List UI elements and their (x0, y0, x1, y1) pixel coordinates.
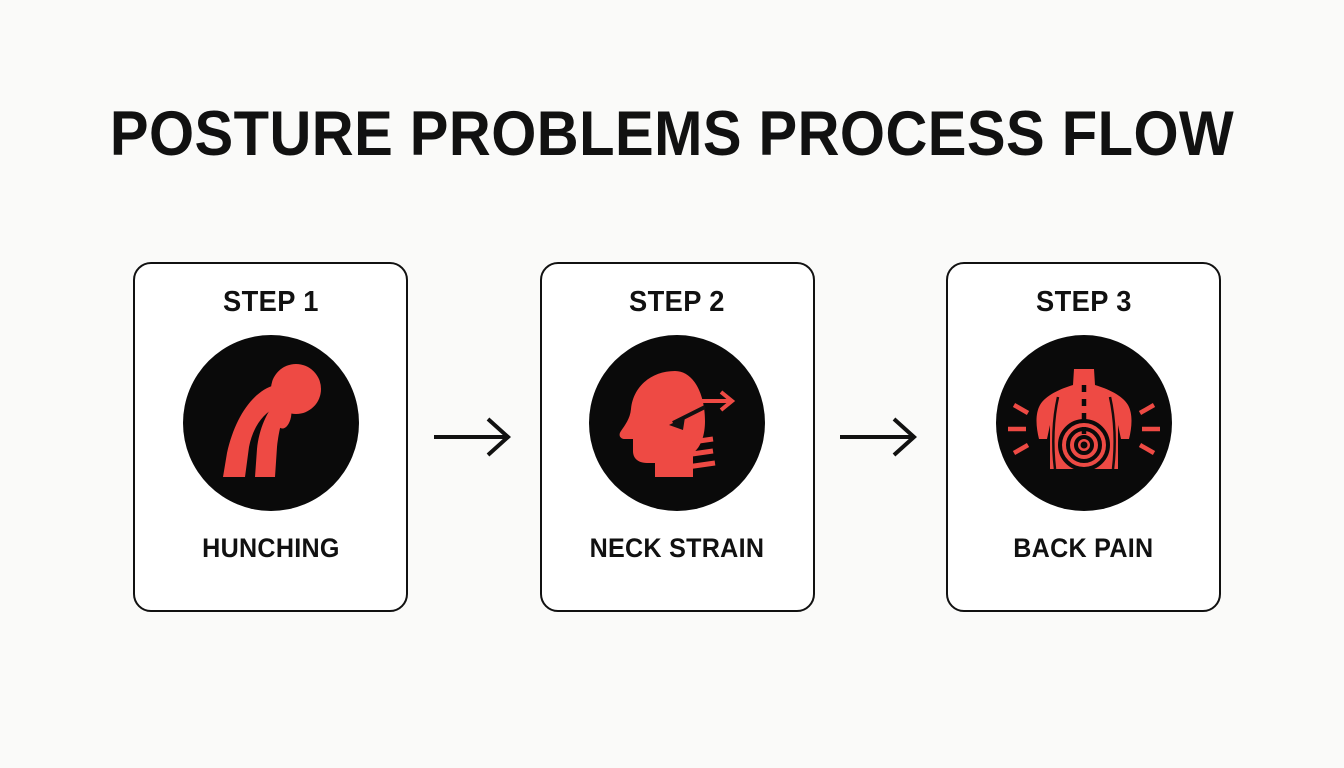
step-card-1[interactable]: STEP 1 HUNCHING (133, 262, 408, 612)
step-card-2[interactable]: STEP 2 (539, 262, 815, 612)
step-label-2: STEP 2 (629, 286, 725, 318)
head-neck-strain-icon (589, 335, 765, 511)
step-card-3[interactable]: STEP 3 (946, 262, 1221, 612)
step-caption-1: HUNCHING (201, 533, 340, 563)
process-flow-row: STEP 1 HUNCHING (133, 262, 1221, 612)
hunched-person-icon (182, 335, 359, 511)
step-caption-2: NECK STRAIN (589, 533, 765, 563)
page-title: POSTURE PROBLEMS PROCESS FLOW (109, 99, 1235, 169)
step-label-3: STEP 3 (1035, 286, 1132, 318)
step-caption-3: BACK PAIN (1013, 533, 1154, 563)
arrow-right-icon (426, 414, 522, 460)
step-label-1: STEP 1 (222, 286, 319, 318)
arrow-right-icon (832, 414, 928, 460)
back-pain-torso-icon (995, 335, 1172, 511)
